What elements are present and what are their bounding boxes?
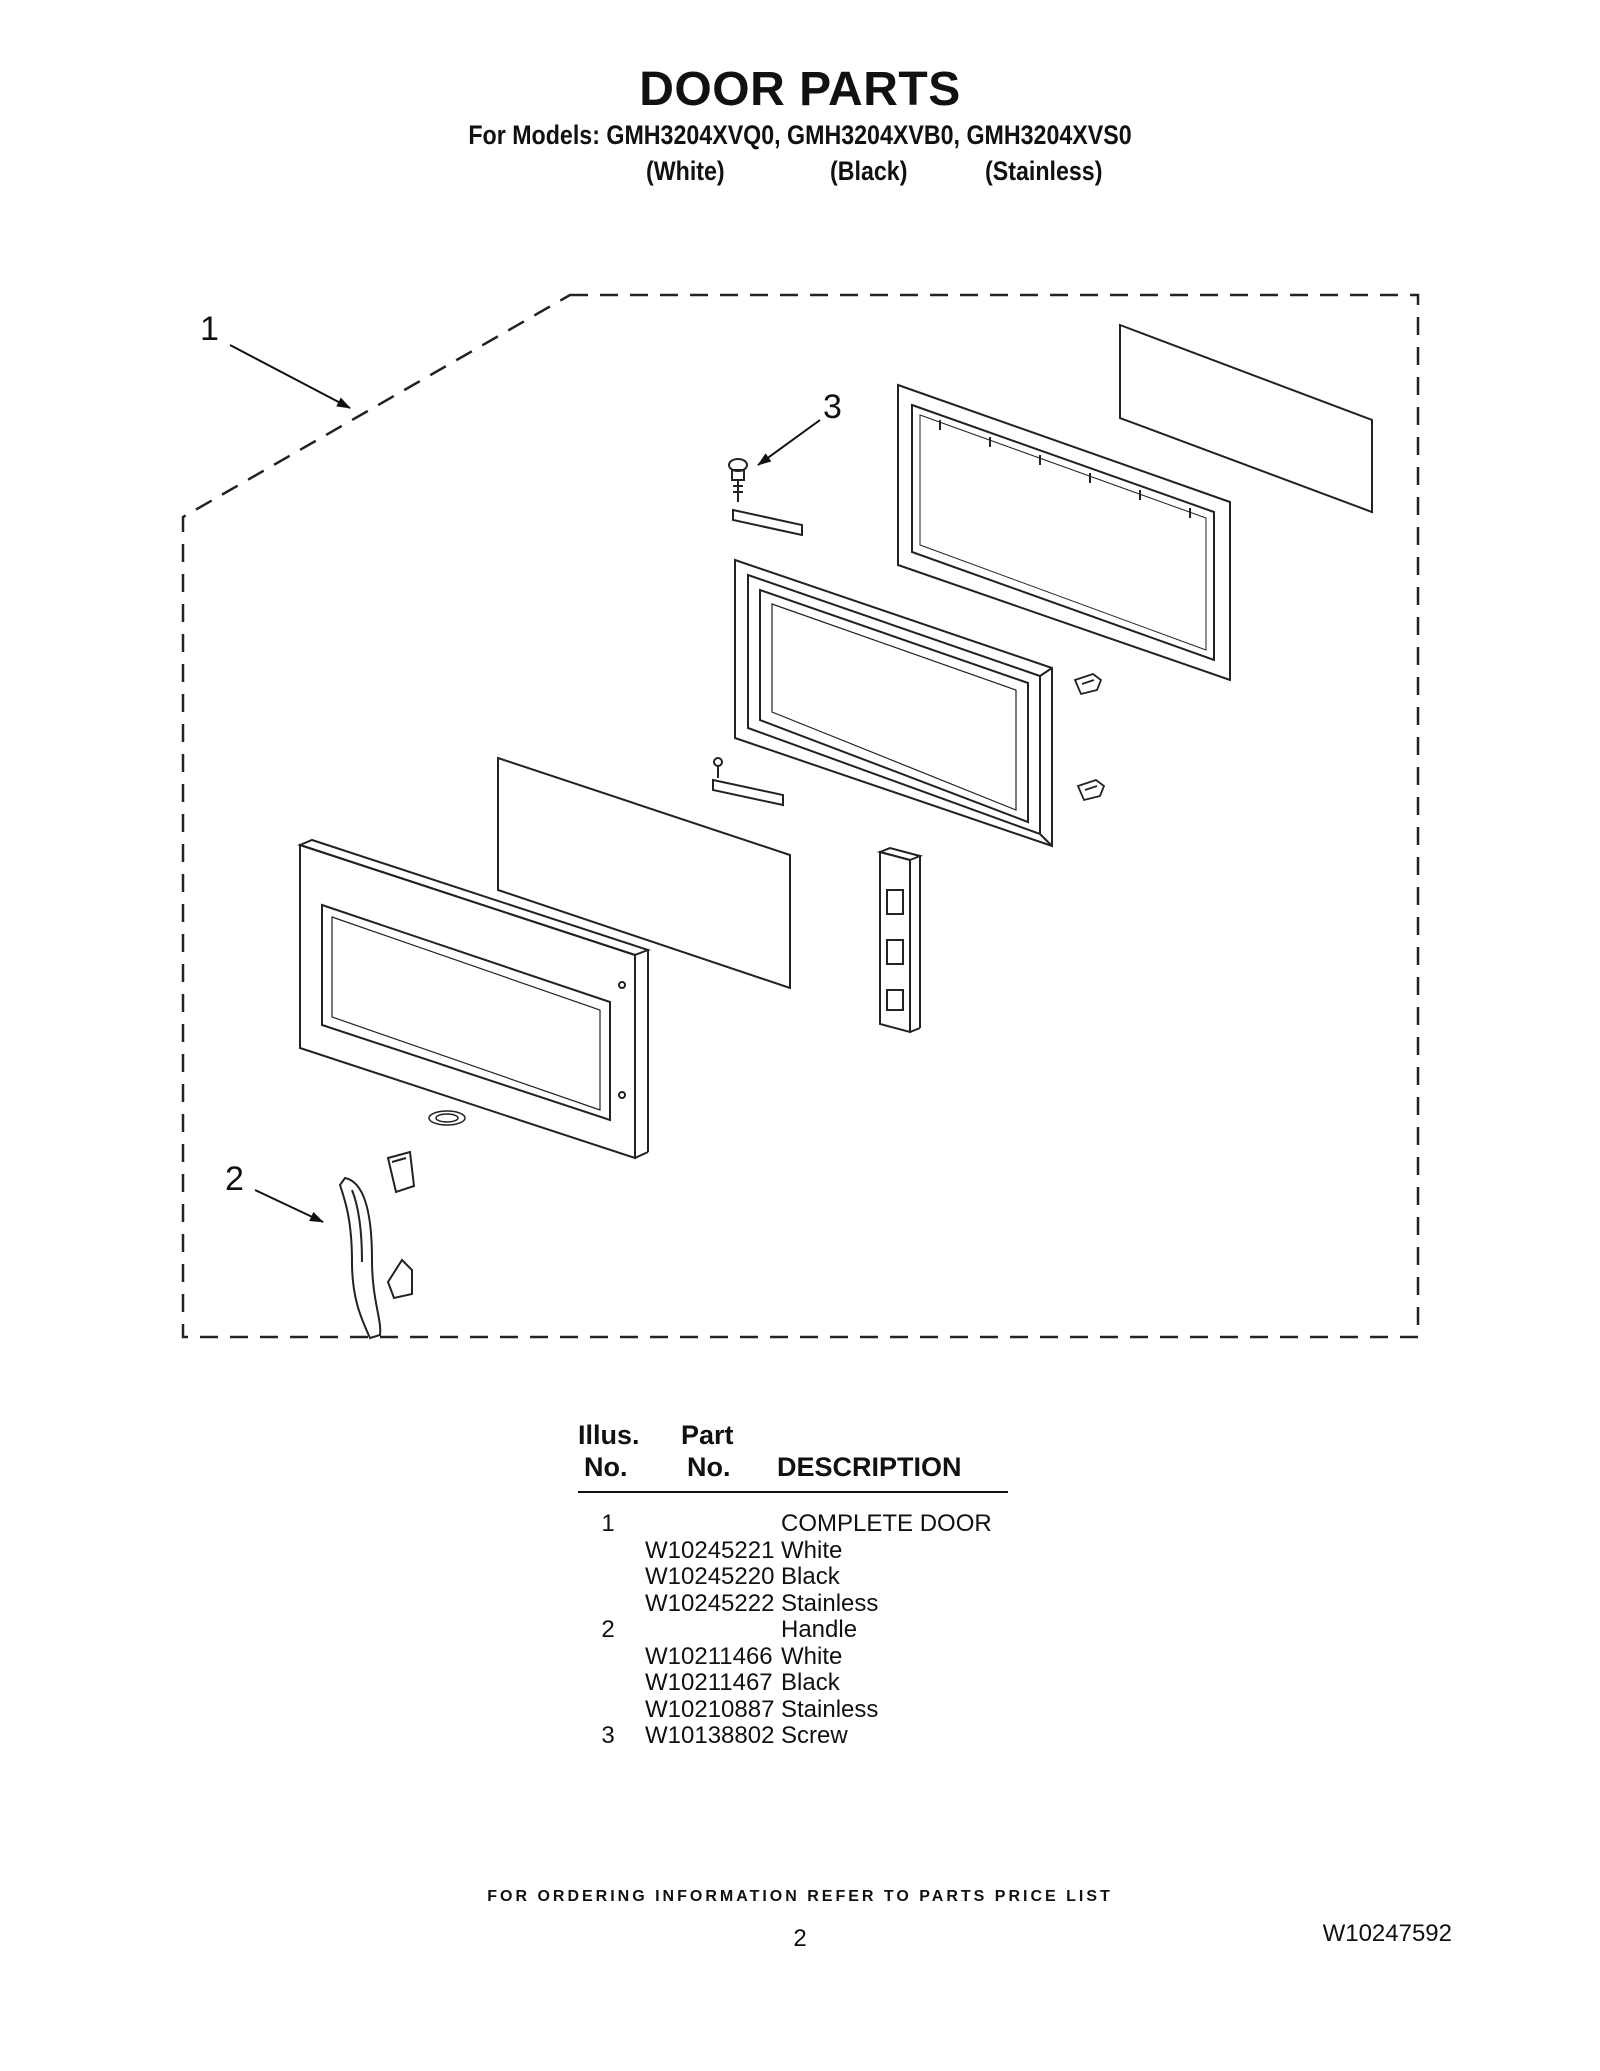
part-description: Black [781,1669,840,1696]
models-line: For Models: GMH3204XVQ0, GMH3204XVB0, GM… [468,120,1132,150]
color-label-white: (White) [646,156,725,186]
color-label-stainless: (Stainless) [985,156,1103,186]
part-description: White [781,1642,843,1670]
illus-number: 3 [601,1722,615,1749]
latch-hook-upper [1073,672,1103,696]
callout-2-leader [254,1189,324,1223]
header-part-bottom: No. [687,1452,731,1482]
part-description: White [781,1536,843,1564]
part-number: W10138802 [645,1722,775,1749]
callout-3: 3 [823,388,842,426]
illus-number: 1 [601,1510,615,1537]
latch-housing [876,846,924,1034]
part-description: Screw [781,1722,848,1749]
page-number: 2 [793,1925,807,1952]
rear-glass-panel [1119,323,1373,514]
assembly-boundary [181,293,1420,1339]
part-number: W10245222 [645,1589,775,1617]
screw-part [728,458,748,502]
latch-hook-lower [1076,778,1106,802]
ordering-note: FOR ORDERING INFORMATION REFER TO PARTS … [487,1888,1113,1905]
hinge-bracket-bottom [712,757,784,807]
logo-badge [428,1110,466,1126]
part-number: W10245221 [645,1536,775,1564]
part-description: Stainless [781,1589,879,1617]
header-description: DESCRIPTION [777,1452,962,1482]
illus-number: 2 [601,1616,615,1643]
part-description: Black [781,1563,840,1590]
rear-choke-frame [897,383,1231,682]
inner-door-panel [734,558,1053,848]
callout-1-leader [229,344,351,409]
front-glass-panel [497,756,791,990]
part-description: Stainless [781,1695,879,1723]
header-rule [578,1491,1008,1493]
handle-part [338,1176,382,1340]
hinge-bracket-top [732,508,803,537]
header-part-top: Part [681,1420,734,1450]
header-illus-top: Illus. [578,1420,640,1450]
header-illus-bottom: No. [584,1452,628,1482]
part-number: W10210887 [645,1695,775,1723]
color-label-black: (Black) [830,156,908,186]
callout-2: 2 [225,1160,244,1198]
document-number: W10247592 [1322,1920,1452,1947]
handle-end-cap-upper [386,1150,416,1194]
callout-1: 1 [200,310,219,348]
outer-door-frame [297,838,651,1160]
part-number: W10211467 [645,1669,773,1696]
handle-end-cap-lower [386,1258,413,1300]
part-description: Handle [781,1616,858,1643]
callout-3-leader [757,419,821,466]
page-title: DOOR PARTS [639,63,961,116]
part-number: W10211466 [645,1642,773,1670]
part-number: W10245220 [645,1563,775,1590]
part-description: COMPLETE DOOR [781,1510,992,1537]
